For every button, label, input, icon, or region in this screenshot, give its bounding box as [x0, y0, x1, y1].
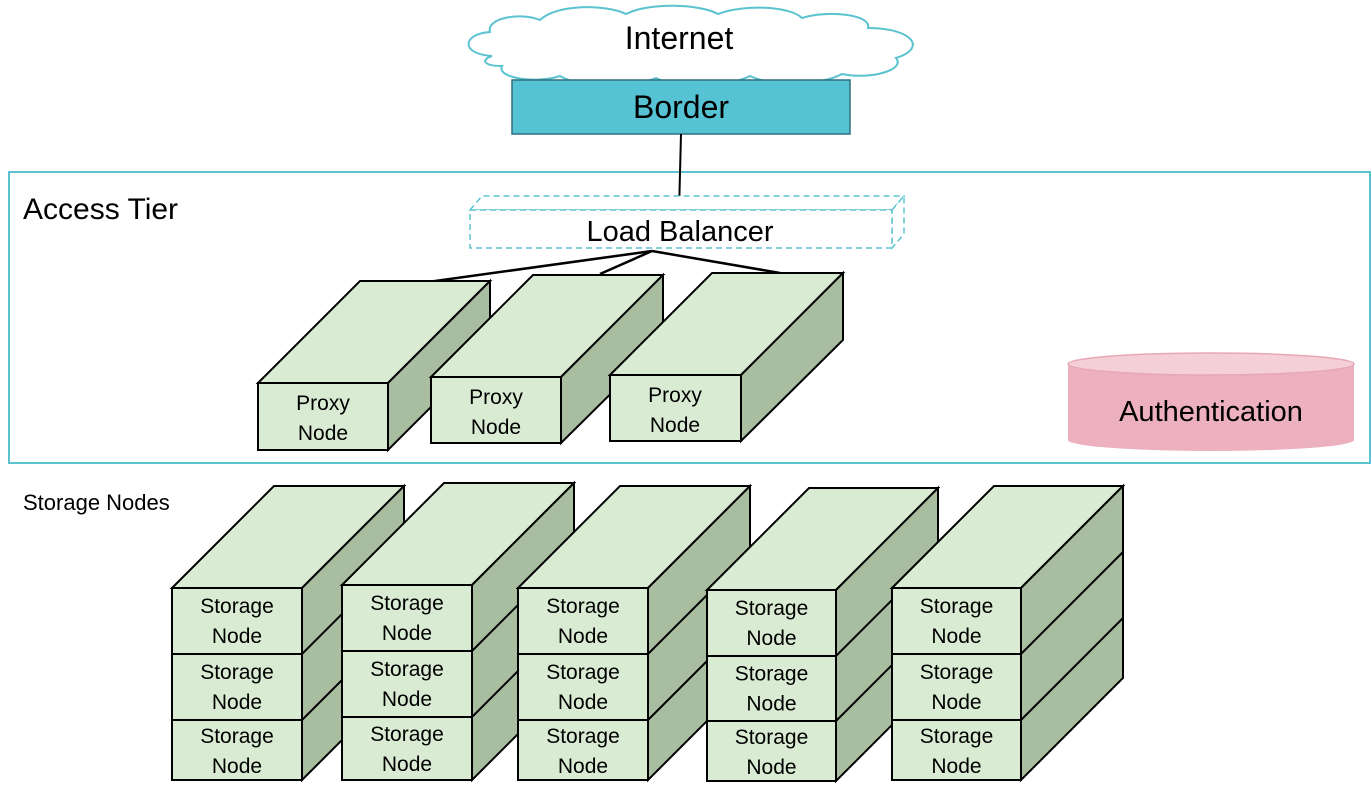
storage-node-line2: Node — [382, 688, 432, 711]
access-tier-label: Access Tier — [23, 193, 178, 226]
storage-nodes-label: Storage Nodes — [23, 490, 170, 515]
storage-node-box — [517, 587, 649, 655]
internet-cloud: Internet — [467, 4, 914, 87]
border-box: Border — [511, 79, 851, 135]
internet-label: Internet — [625, 20, 734, 56]
proxy-node-3-line2: Node — [650, 414, 700, 437]
storage-node-line2: Node — [746, 627, 796, 650]
storage-node-box — [891, 653, 1022, 721]
storage-node-line1: Storage — [200, 595, 274, 618]
storage-node-line1: Storage — [920, 661, 994, 684]
storage-node-box — [706, 589, 837, 657]
storage-node-line1: Storage — [735, 597, 809, 620]
storage-node-line2: Node — [212, 625, 262, 648]
storage-node-box — [341, 716, 473, 781]
proxy-node-1: Proxy Node — [255, 278, 493, 453]
storage-node-line1: Storage — [200, 725, 274, 748]
storage-node-box — [341, 650, 473, 718]
storage-node-box — [517, 719, 649, 781]
storage-node-line1: Storage — [735, 726, 809, 749]
lb-connector-2 — [599, 249, 653, 276]
load-balancer: Load Balancer — [468, 193, 906, 251]
storage-node-line1: Storage — [370, 723, 444, 746]
access-tier: Access Tier — [8, 171, 1371, 464]
storage-node-box — [341, 584, 473, 652]
proxy-node-1-line2: Node — [298, 422, 348, 445]
border-label: Border — [633, 89, 729, 125]
storage-node-line2: Node — [931, 755, 981, 778]
storage-node-line2: Node — [558, 625, 608, 648]
storage-stack-side-divider — [1020, 551, 1124, 655]
storage-node-grid: StorageNodeStorageNodeStorageNodeStorage… — [169, 480, 1126, 784]
lb-connector-3 — [651, 249, 781, 275]
storage-node-line2: Node — [558, 691, 608, 714]
storage-node-line1: Storage — [546, 661, 620, 684]
lb-connector-1 — [427, 249, 653, 284]
storage-node-line1: Storage — [546, 725, 620, 748]
storage-node-line1: Storage — [735, 663, 809, 686]
proxy-node-1-line1: Proxy — [296, 392, 350, 415]
storage-node-line2: Node — [746, 756, 796, 779]
storage-node-line1: Storage — [920, 595, 994, 618]
storage-node-box — [891, 587, 1022, 655]
authentication-label: Authentication — [1119, 396, 1303, 428]
proxy-node-3: Proxy Node — [607, 270, 846, 444]
storage-node-line2: Node — [931, 625, 981, 648]
storage-node-line2: Node — [558, 755, 608, 778]
storage-node-line2: Node — [382, 622, 432, 645]
storage-node-box — [171, 719, 303, 781]
storage-node-line2: Node — [212, 691, 262, 714]
storage-node-line1: Storage — [920, 725, 994, 748]
load-balancer-label: Load Balancer — [586, 216, 773, 248]
storage-node-line1: Storage — [546, 595, 620, 618]
proxy-node-2-line2: Node — [471, 416, 521, 439]
storage-node-line1: Storage — [370, 658, 444, 681]
storage-stack-side-divider — [1020, 617, 1124, 721]
proxy-node-2: Proxy Node — [428, 272, 666, 446]
proxy-node-3-line1: Proxy — [648, 384, 702, 407]
storage-node-line2: Node — [746, 693, 796, 716]
storage-node-line2: Node — [382, 753, 432, 776]
storage-node-box — [171, 587, 303, 655]
lb-to-proxy-connectors — [427, 249, 781, 284]
storage-node-line2: Node — [931, 691, 981, 714]
storage-node-line1: Storage — [200, 661, 274, 684]
storage-node-line2: Node — [212, 755, 262, 778]
authentication-store: Authentication — [1067, 352, 1355, 451]
storage-node-line1: Storage — [370, 592, 444, 615]
storage-node-box — [891, 719, 1022, 781]
storage-node-box — [706, 720, 837, 782]
proxy-node-2-line1: Proxy — [469, 386, 523, 409]
